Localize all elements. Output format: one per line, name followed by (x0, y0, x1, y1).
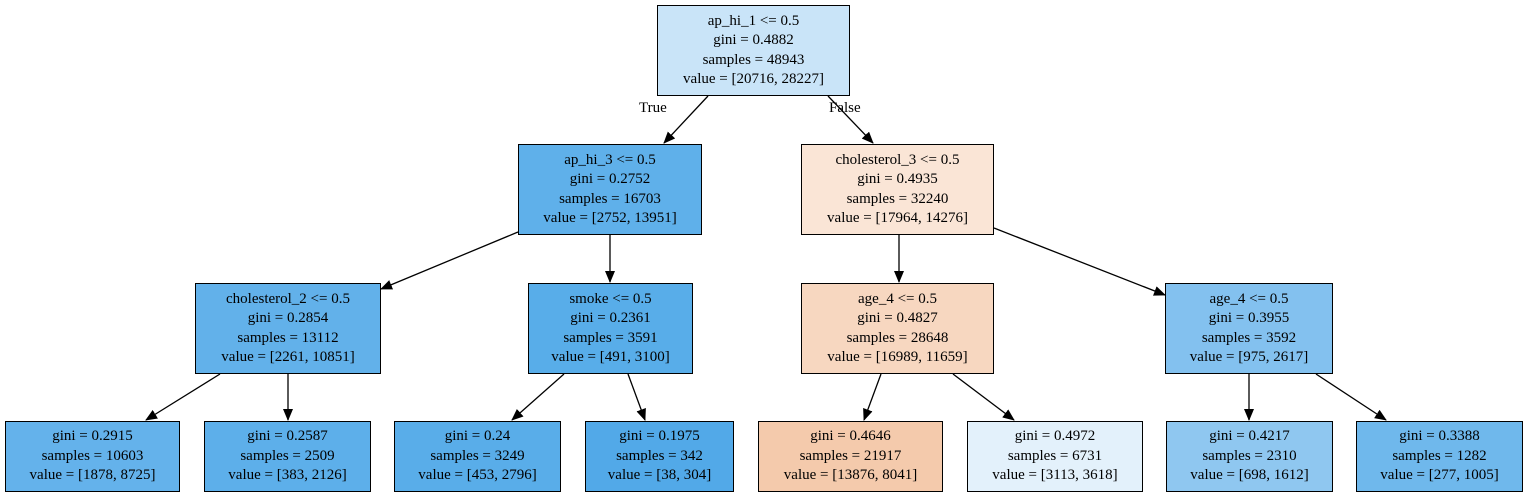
node-value: value = [453, 2796] (418, 467, 537, 484)
node-samples: samples = 2310 (1202, 447, 1297, 464)
node-gini: gini = 0.2587 (247, 428, 328, 445)
node-value: value = [491, 3100] (551, 349, 670, 365)
node-gini: gini = 0.2752 (569, 171, 651, 187)
tree-node-cholesterol-2: cholesterol_2 <= 0.5 gini = 0.2854 sampl… (195, 283, 381, 374)
node-samples: samples = 3591 (563, 329, 658, 346)
node-samples: samples = 10603 (41, 447, 144, 464)
tree-node-ap-hi-3: ap_hi_3 <= 0.5 gini = 0.2752 samples = 1… (518, 144, 702, 235)
node-value: value = [698, 1612] (1190, 467, 1309, 484)
node-gini: gini = 0.4217 (1209, 428, 1290, 445)
node-value: value = [277, 1005] (1380, 467, 1499, 484)
tree-node-age-4-left: age_4 <= 0.5 gini = 0.4827 samples = 286… (801, 283, 994, 374)
tree-leaf: gini = 0.4646 samples = 21917 value = [1… (758, 421, 943, 492)
node-gini: gini = 0.4827 (857, 310, 938, 326)
tree-node-cholesterol-3: cholesterol_3 <= 0.5 gini = 0.4935 sampl… (801, 144, 994, 235)
tree-leaf: gini = 0.2915 samples = 10603 value = [1… (5, 421, 180, 492)
node-samples: samples = 48943 (702, 51, 805, 68)
node-value: value = [17964, 14276] (827, 210, 968, 226)
node-samples: samples = 3592 (1201, 329, 1297, 346)
node-gini: gini = 0.2361 (570, 310, 651, 326)
node-value: value = [3113, 3618] (992, 467, 1118, 484)
node-samples: samples = 16703 (559, 190, 661, 207)
edge-n1-n3 (380, 231, 519, 290)
edge-n0-n2 (827, 95, 874, 144)
node-samples: samples = 13112 (237, 329, 339, 346)
tree-leaf: gini = 0.4972 samples = 6731 value = [31… (967, 421, 1143, 492)
node-value: value = [16989, 11659] (827, 349, 968, 365)
node-gini: gini = 0.1975 (619, 428, 700, 445)
node-value: value = [2261, 10851] (221, 349, 355, 365)
node-gini: gini = 0.3955 (1208, 310, 1290, 326)
node-value: value = [383, 2126] (228, 467, 347, 484)
node-samples: samples = 342 (616, 447, 703, 464)
tree-node-age-4-right: age_4 <= 0.5 gini = 0.3955 samples = 359… (1165, 283, 1333, 374)
node-samples: samples = 6731 (1007, 447, 1103, 464)
node-gini: gini = 0.4935 (857, 171, 938, 187)
node-value: value = [1878, 8725] (29, 467, 156, 484)
node-split-label: cholesterol_2 <= 0.5 (226, 290, 350, 307)
node-split-label: age_4 <= 0.5 (858, 290, 937, 307)
node-samples: samples = 3249 (430, 447, 525, 464)
edge-label-true: True (639, 100, 667, 116)
node-gini: gini = 0.4646 (810, 428, 891, 445)
tree-leaf: gini = 0.1975 samples = 342 value = [38,… (585, 421, 734, 492)
node-value: value = [20716, 28227] (683, 71, 824, 87)
node-gini: gini = 0.4972 (1014, 428, 1096, 445)
edge-n5-n11 (863, 373, 882, 421)
edge-n6-n14 (1315, 373, 1387, 421)
node-split-label: ap_hi_1 <= 0.5 (707, 12, 800, 29)
tree-node-root: ap_hi_1 <= 0.5 gini = 0.4882 samples = 4… (657, 5, 850, 96)
node-samples: samples = 21917 (799, 447, 902, 464)
edge-n2-n6 (993, 227, 1166, 296)
node-split-label: cholesterol_3 <= 0.5 (835, 151, 960, 168)
node-gini: gini = 0.24 (444, 428, 511, 445)
node-gini: gini = 0.4882 (713, 32, 794, 48)
node-value: value = [975, 2617] (1189, 349, 1309, 365)
edge-n4-n10 (627, 373, 646, 421)
node-value: value = [2752, 13951] (543, 210, 677, 226)
edge-label-false: False (829, 100, 861, 116)
node-split-label: ap_hi_3 <= 0.5 (564, 151, 656, 168)
edge-n5-n12 (952, 373, 1015, 421)
edge-n0-n1 (663, 95, 709, 144)
node-value: value = [13876, 8041] (783, 467, 918, 484)
tree-leaf: gini = 0.2587 samples = 2509 value = [38… (204, 421, 371, 492)
node-gini: gini = 0.3388 (1399, 428, 1480, 445)
tree-leaf: gini = 0.24 samples = 3249 value = [453,… (394, 421, 561, 492)
tree-leaf: gini = 0.3388 samples = 1282 value = [27… (1356, 421, 1523, 492)
node-value: value = [38, 304] (607, 467, 712, 484)
node-samples: samples = 1282 (1392, 447, 1487, 464)
node-gini: gini = 0.2854 (247, 310, 329, 326)
node-split-label: age_4 <= 0.5 (1209, 290, 1289, 307)
tree-node-smoke: smoke <= 0.5 gini = 0.2361 samples = 359… (528, 283, 693, 374)
node-samples: samples = 2509 (240, 447, 335, 464)
node-samples: samples = 32240 (846, 190, 949, 207)
node-gini: gini = 0.2915 (52, 428, 133, 445)
node-split-label: smoke <= 0.5 (569, 290, 652, 307)
edge-n4-n9 (511, 373, 565, 421)
edge-n3-n7 (145, 373, 221, 421)
tree-leaf: gini = 0.4217 samples = 2310 value = [69… (1166, 421, 1333, 492)
node-samples: samples = 28648 (846, 329, 949, 346)
